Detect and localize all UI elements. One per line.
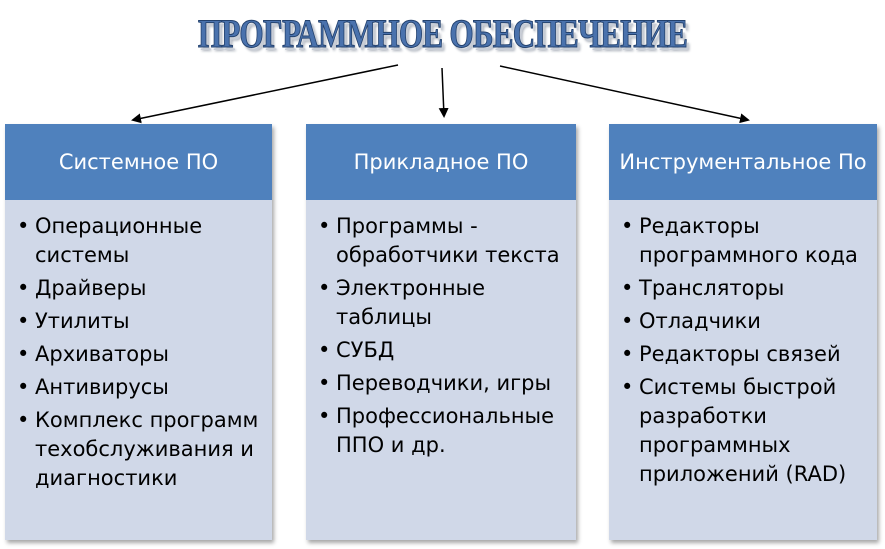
column-body: Редакторы программного кода Трансляторы … xyxy=(609,200,877,540)
column-header: Прикладное ПО xyxy=(306,124,576,200)
column-application-software: Прикладное ПО Программы - обработчики те… xyxy=(306,124,576,540)
list-item: Утилиты xyxy=(17,307,266,336)
list-item: Переводчики, игры xyxy=(318,369,570,398)
column-tool-software: Инструментальное По Редакторы программно… xyxy=(609,124,877,540)
list-item: Трансляторы xyxy=(621,274,871,303)
list-item: СУБД xyxy=(318,336,570,365)
arrow-to-system-software xyxy=(131,64,399,124)
column-header: Инструментальное По xyxy=(609,124,877,200)
column-header: Системное ПО xyxy=(5,124,272,200)
item-list: Редакторы программного кода Трансляторы … xyxy=(621,212,871,489)
item-list: Операционные системы Драйверы Утилиты Ар… xyxy=(17,212,266,493)
item-list: Программы - обработчики текста Электронн… xyxy=(318,212,570,460)
list-item: Редакторы программного кода xyxy=(621,212,871,270)
list-item: Архиваторы xyxy=(17,340,266,369)
list-item: Отладчики xyxy=(621,307,871,336)
arrow-to-tool-software xyxy=(499,65,750,124)
column-system-software: Системное ПО Операционные системы Драйве… xyxy=(5,124,272,540)
list-item: Комплекс программ техобслуживания и диаг… xyxy=(17,406,266,493)
list-item: Системы быстрой разработки программных п… xyxy=(621,373,871,489)
column-body: Программы - обработчики текста Электронн… xyxy=(306,200,576,540)
list-item: Электронные таблицы xyxy=(318,274,570,332)
list-item: Редакторы связей xyxy=(621,340,871,369)
arrow-to-application-software xyxy=(438,67,449,118)
list-item: Операционные системы xyxy=(17,212,266,270)
list-item: Драйверы xyxy=(17,274,266,303)
list-item: Антивирусы xyxy=(17,373,266,402)
diagram-title: ПРОГРАММНОЕ ОБЕСПЕЧЕНИЕ xyxy=(197,11,688,57)
column-body: Операционные системы Драйверы Утилиты Ар… xyxy=(5,200,272,540)
list-item: Профессиональные ППО и др. xyxy=(318,402,570,460)
list-item: Программы - обработчики текста xyxy=(318,212,570,270)
